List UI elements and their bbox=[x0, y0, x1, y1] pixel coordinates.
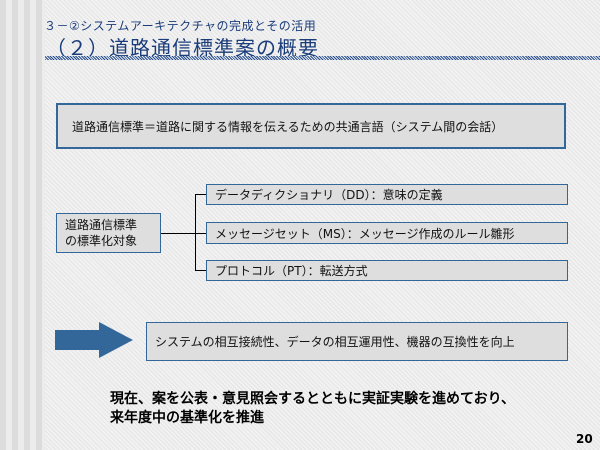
connector-line bbox=[195, 270, 206, 271]
definition-box: 道路通信標準＝道路に関する情報を伝えるための共通言語（システム間の会話） bbox=[56, 103, 566, 149]
conclusion-line2: 来年度中の基準化を推進 bbox=[110, 410, 264, 426]
decorative-stripes bbox=[0, 0, 45, 450]
item-pt: プロトコル（PT）：転送方式 bbox=[206, 260, 568, 281]
connector-line bbox=[161, 233, 195, 234]
connector-line bbox=[195, 233, 206, 234]
right-arrow-icon bbox=[55, 322, 133, 358]
title-underline bbox=[45, 56, 600, 60]
result-box: システムの相互接続性、データの相互運用性、機器の互換性を向上 bbox=[146, 322, 568, 361]
page-number: 20 bbox=[576, 432, 593, 446]
target-line2: の標準化対象 bbox=[65, 234, 138, 248]
connector-line bbox=[195, 194, 196, 271]
target-line1: 道路通信標準 bbox=[65, 218, 138, 232]
item-dd: データディクショナリ（DD）：意味の定義 bbox=[206, 184, 568, 205]
item-ms: メッセージセット（MS）：メッセージ作成のルール雛形 bbox=[206, 222, 568, 244]
section-subtitle: ３－②システムアーキテクチャの完成とその活用 bbox=[44, 19, 317, 33]
conclusion-line1: 現在、案を公表・意見照会するとともに実証実験を進めており、 bbox=[110, 391, 516, 407]
target-box: 道路通信標準 の標準化対象 bbox=[56, 213, 161, 253]
connector-line bbox=[195, 194, 206, 195]
